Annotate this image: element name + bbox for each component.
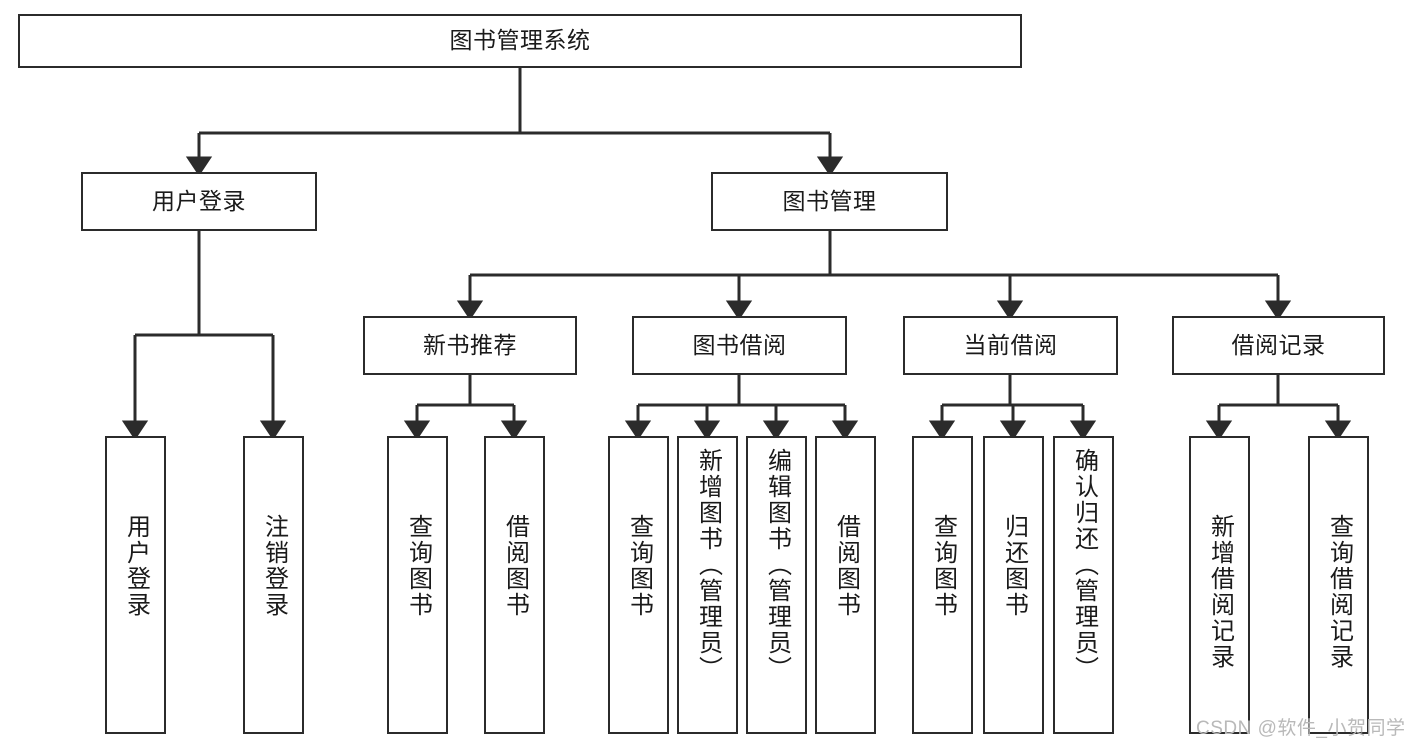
node-leaf-edit-book[interactable]: 编辑图书（管理员）: [746, 436, 807, 734]
node-leaf-add-book[interactable]: 新增图书（管理员）: [677, 436, 738, 734]
node-borrow-record-label: 借阅记录: [1231, 331, 1326, 358]
node-leaf-user-login-label: 用户登录: [122, 514, 150, 618]
node-leaf-return-book[interactable]: 归还图书: [983, 436, 1044, 734]
node-leaf-query-book-borrow-label: 查询图书: [625, 514, 653, 618]
node-leaf-add-record[interactable]: 新增借阅记录: [1189, 436, 1250, 734]
node-leaf-query-book-cur[interactable]: 查询图书: [912, 436, 973, 734]
node-book-borrow-label: 图书借阅: [692, 331, 787, 358]
node-book-borrow[interactable]: 图书借阅: [632, 316, 847, 375]
node-leaf-query-record-label: 查询借阅记录: [1325, 514, 1353, 670]
node-current-borrow[interactable]: 当前借阅: [903, 316, 1118, 375]
node-user-login[interactable]: 用户登录: [81, 172, 317, 231]
node-leaf-confirm-return[interactable]: 确认归还（管理员）: [1053, 436, 1114, 734]
node-root[interactable]: 图书管理系统: [18, 14, 1022, 68]
node-leaf-query-book-rec[interactable]: 查询图书: [387, 436, 448, 734]
node-leaf-query-book-rec-label: 查询图书: [404, 514, 432, 618]
node-user-login-label: 用户登录: [152, 187, 246, 214]
node-leaf-query-book-cur-label: 查询图书: [929, 514, 957, 618]
node-new-book-recommend-label: 新书推荐: [423, 331, 517, 358]
node-leaf-query-record[interactable]: 查询借阅记录: [1308, 436, 1369, 734]
node-root-label: 图书管理系统: [449, 27, 591, 54]
node-leaf-add-book-label: 新增图书（管理员）: [694, 448, 722, 682]
node-leaf-add-record-label: 新增借阅记录: [1206, 514, 1234, 670]
node-leaf-edit-book-label: 编辑图书（管理员）: [763, 448, 791, 682]
node-leaf-borrow-book-rec[interactable]: 借阅图书: [484, 436, 545, 734]
node-borrow-record[interactable]: 借阅记录: [1172, 316, 1385, 375]
node-leaf-borrow-book-label: 借阅图书: [832, 514, 860, 618]
node-current-borrow-label: 当前借阅: [963, 331, 1058, 358]
node-leaf-logout-label: 注销登录: [260, 514, 288, 618]
node-leaf-user-login[interactable]: 用户登录: [105, 436, 166, 734]
node-book-manage[interactable]: 图书管理: [711, 172, 948, 231]
node-book-manage-label: 图书管理: [782, 187, 877, 214]
node-new-book-recommend[interactable]: 新书推荐: [363, 316, 577, 375]
node-leaf-borrow-book-rec-label: 借阅图书: [501, 514, 529, 618]
node-leaf-return-book-label: 归还图书: [1000, 514, 1028, 618]
node-leaf-borrow-book[interactable]: 借阅图书: [815, 436, 876, 734]
node-leaf-logout[interactable]: 注销登录: [243, 436, 304, 734]
node-leaf-query-book-borrow[interactable]: 查询图书: [608, 436, 669, 734]
node-leaf-confirm-return-label: 确认归还（管理员）: [1070, 448, 1098, 682]
